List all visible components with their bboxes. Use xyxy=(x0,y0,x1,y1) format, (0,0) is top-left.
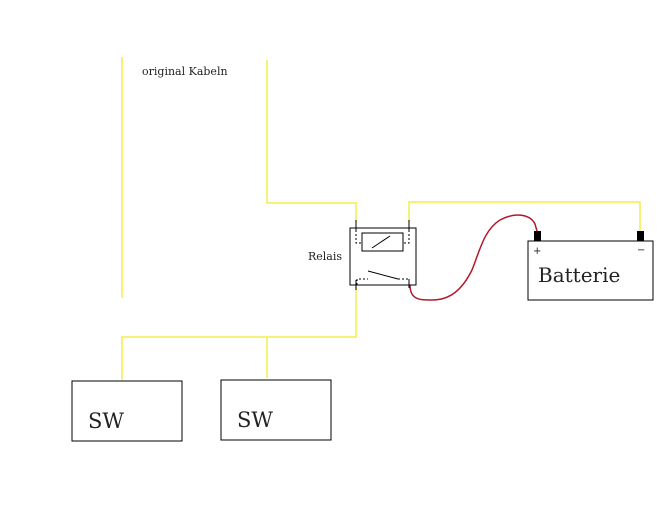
battery[interactable]: + − Batterie xyxy=(527,231,654,301)
switch-2-label: SW xyxy=(237,408,273,432)
relay-switch-lead-left xyxy=(356,278,368,285)
switch-1-label: SW xyxy=(88,409,124,433)
red-wire-battery-plus xyxy=(409,214,538,301)
battery-label: Batterie xyxy=(538,263,620,287)
relay-to-switches-wire xyxy=(121,287,357,380)
original-cable-right-to-relay xyxy=(266,60,357,222)
battery-terminal-minus xyxy=(637,231,644,241)
battery-minus-sign: − xyxy=(637,245,645,256)
relay-coil-lead-left xyxy=(355,230,362,244)
switch-2[interactable]: SW xyxy=(220,379,332,441)
relay[interactable]: Relais xyxy=(308,220,417,290)
relay-switch-contact xyxy=(367,270,399,280)
switch-1[interactable]: SW xyxy=(71,380,183,442)
relay-coil-diagonal xyxy=(371,235,391,249)
battery-plus-sign: + xyxy=(533,246,541,257)
relay-label: Relais xyxy=(308,250,342,263)
battery-box xyxy=(527,240,654,301)
switch-2-box xyxy=(220,379,332,441)
yellow-wires xyxy=(121,57,641,380)
original-cables-label: original Kabeln xyxy=(142,65,228,78)
switch-1-box xyxy=(71,380,183,442)
relay-coil-lead-right xyxy=(403,230,410,244)
relay-to-battery-minus-wire xyxy=(408,201,641,231)
battery-terminal-plus xyxy=(534,231,541,241)
relay-coil xyxy=(361,232,404,252)
